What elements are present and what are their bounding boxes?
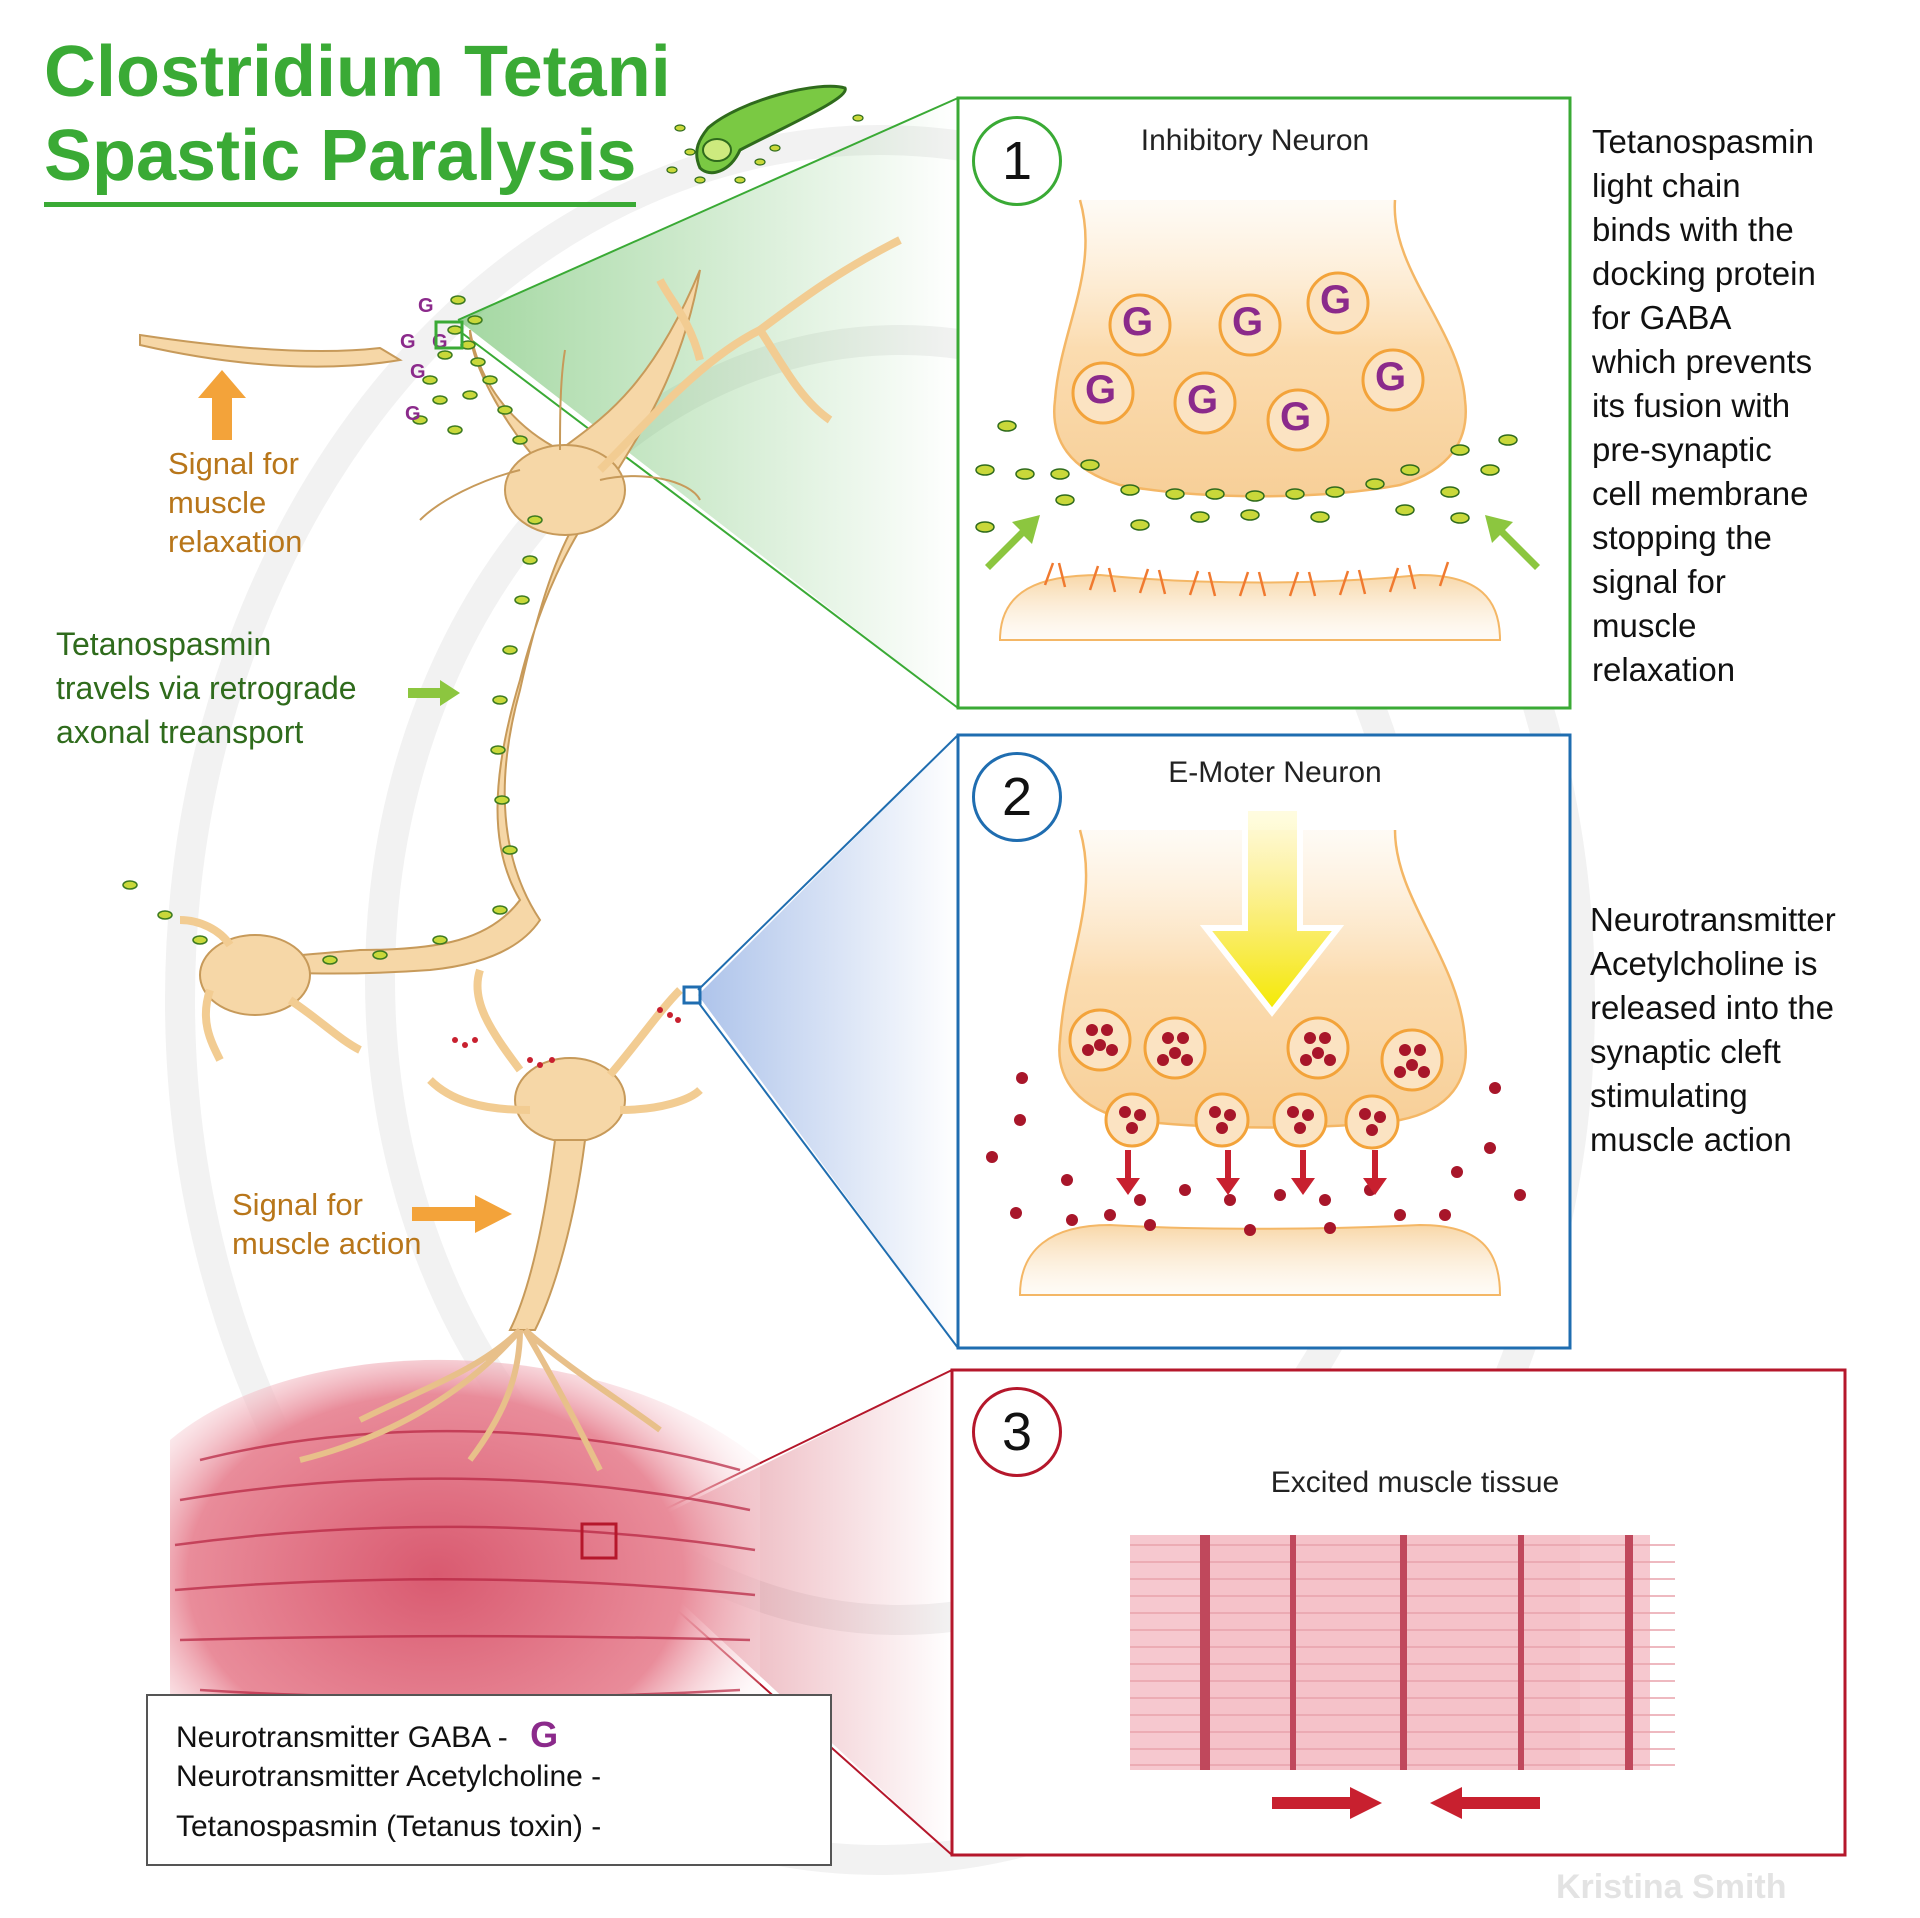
- desc-2-line: Acetylcholine is: [1590, 945, 1818, 982]
- desc-2-line: synaptic cleft: [1590, 1033, 1781, 1070]
- legend-box: Neurotransmitter GABA - G Neurotransmitt…: [146, 1694, 832, 1866]
- desc-1-line: binds with the: [1592, 211, 1794, 248]
- transport-label: Tetanospasmin travels via retrograde axo…: [56, 622, 357, 754]
- desc-1-line: pre-synaptic: [1592, 431, 1772, 468]
- gaba-letter-5: G: [405, 403, 421, 425]
- vesicle-letter: G: [1085, 368, 1117, 412]
- panel-2-number: 2: [972, 752, 1062, 842]
- zoom-wedge-2: [698, 735, 958, 1348]
- panel-2-description: Neurotransmitter Acetylcholine is releas…: [1590, 898, 1836, 1162]
- vesicle-letter: G: [1122, 300, 1154, 344]
- signal-action-line-2: muscle action: [232, 1226, 422, 1261]
- signal-action-label: Signal for muscle action: [232, 1185, 422, 1263]
- desc-1-line: cell membrane: [1592, 475, 1809, 512]
- vesicle-letter: G: [1320, 278, 1352, 322]
- toxin-cluster: [412, 295, 483, 435]
- toxin-transport-dashes: [122, 325, 543, 965]
- transport-line-1: Tetanospasmin: [56, 626, 272, 662]
- panel-3-number: 3: [972, 1387, 1062, 1477]
- panel-2-title: E-Moter Neuron: [1168, 756, 1382, 789]
- synapse-zoom-box-1: [434, 320, 464, 350]
- gaba-letter-3: G: [432, 331, 448, 353]
- transport-arrow: [408, 680, 460, 706]
- bacterium-icon: [666, 84, 864, 184]
- neurons: [139, 236, 902, 1472]
- panel-1-art: [956, 96, 1572, 710]
- transport-line-2: travels via retrograde: [56, 670, 357, 706]
- zoom-wedge-1: [458, 98, 958, 708]
- legend-gaba-symbol: G: [530, 1714, 559, 1755]
- gaba-letter-2: G: [400, 331, 416, 353]
- panel-1-description: Tetanospasmin light chain binds with the…: [1592, 120, 1816, 692]
- desc-1-line: signal for: [1592, 563, 1726, 600]
- gaba-letter-4: G: [410, 361, 426, 383]
- legend-row-toxin: Tetanospasmin (Tetanus toxin) -: [176, 1810, 602, 1843]
- transport-line-3: axonal treansport: [56, 714, 304, 750]
- desc-1-line: for GABA: [1592, 299, 1732, 336]
- author-credit: Kristina Smith: [1556, 1868, 1787, 1906]
- action-right-arrow: [412, 1195, 512, 1233]
- vesicle-letter: G: [1232, 300, 1264, 344]
- panel-3-art: [950, 1368, 1847, 1857]
- desc-1-line: its fusion with: [1592, 387, 1791, 424]
- desc-1-line: docking protein: [1592, 255, 1816, 292]
- page-title: Clostridium Tetani Spastic Paralysis: [44, 30, 671, 207]
- panel-1-number: 1: [972, 116, 1062, 206]
- desc-1-line: Tetanospasmin: [1592, 123, 1814, 160]
- vesicle-letter: G: [1280, 395, 1312, 439]
- desc-2-line: released into the: [1590, 989, 1835, 1026]
- signal-relaxation-line-3: relaxation: [168, 524, 303, 559]
- vesicle-letter: G: [1375, 355, 1407, 399]
- title-line-1: Clostridium Tetani: [44, 32, 671, 112]
- legend-row-acetylcholine: Neurotransmitter Acetylcholine -: [176, 1760, 602, 1793]
- relaxation-up-arrow: [198, 370, 246, 440]
- panel-2-art: [956, 733, 1572, 1350]
- desc-1-line: relaxation: [1592, 651, 1736, 688]
- desc-2-line: muscle action: [1590, 1121, 1792, 1158]
- signal-action-line-1: Signal for: [232, 1187, 363, 1222]
- legend-row-gaba: Neurotransmitter GABA - G: [176, 1714, 558, 1756]
- orange-arrows: [198, 370, 512, 1233]
- muscle-zoom-box: [580, 1522, 618, 1560]
- signal-relaxation-line-1: Signal for: [168, 446, 299, 481]
- desc-2-line: stimulating: [1590, 1077, 1748, 1114]
- desc-1-line: light chain: [1592, 167, 1741, 204]
- title-line-2: Spastic Paralysis: [44, 114, 637, 207]
- zoom-wedge-3: [614, 1370, 952, 1855]
- legend-gaba-text: Neurotransmitter GABA -: [176, 1721, 508, 1754]
- synapse-zoom-box-2: [682, 985, 702, 1005]
- desc-1-line: which prevents: [1592, 343, 1813, 380]
- ach-release-dots: [452, 1007, 681, 1068]
- desc-2-line: Neurotransmitter: [1590, 901, 1836, 938]
- desc-1-line: stopping the: [1592, 519, 1772, 556]
- desc-1-line: muscle: [1592, 607, 1697, 644]
- signal-relaxation-label: Signal for muscle relaxation: [168, 444, 302, 561]
- muscle: [170, 1359, 760, 1790]
- gaba-letter-1: G: [418, 295, 434, 317]
- vesicle-letter: G: [1187, 378, 1219, 422]
- panel-3-title: Excited muscle tissue: [1270, 1466, 1560, 1499]
- panel-1-title: Inhibitory Neuron: [1140, 124, 1370, 157]
- signal-relaxation-line-2: muscle: [168, 485, 267, 520]
